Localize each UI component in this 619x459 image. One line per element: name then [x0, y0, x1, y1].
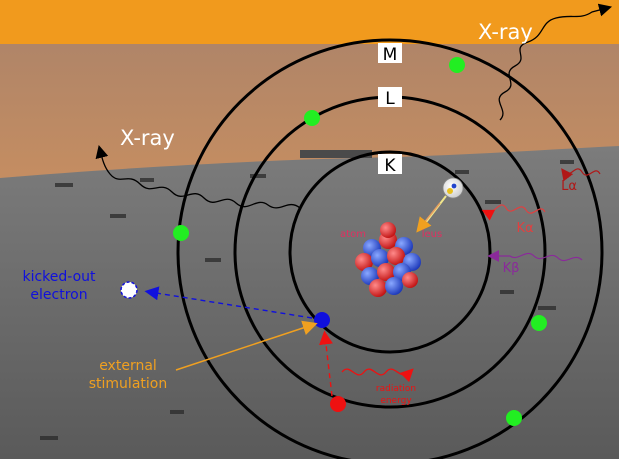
kicked-out-electron	[120, 281, 138, 299]
electron-m-top	[449, 57, 465, 73]
xray-top-label: X-ray	[478, 20, 533, 44]
electron-l-right	[531, 315, 547, 331]
electron-m-left	[173, 225, 189, 241]
xray-left-wave	[95, 144, 301, 209]
shell-label-l-text: L	[385, 89, 395, 109]
radiation-label-line1: radiation	[376, 384, 416, 394]
xray-left-label: X-ray	[120, 126, 175, 150]
top-band	[0, 0, 619, 44]
shell-label-m: M	[378, 43, 402, 65]
atom-label: atom	[340, 229, 366, 240]
external-stimulation-line2: stimulation	[89, 376, 167, 392]
hill-markings	[40, 160, 574, 440]
l-alpha-label: Lα	[561, 179, 577, 194]
zoom-atom-core-blue	[451, 183, 457, 189]
k-beta-label: Kβ	[503, 261, 520, 276]
external-stimulation-line1: external	[99, 358, 157, 374]
shell-label-l: L	[378, 87, 402, 109]
electron-incoming-red	[330, 396, 346, 412]
radiation-energy-wave	[341, 368, 414, 383]
shell-m-orbit	[176, 38, 604, 459]
kicked-out-label-line1: kicked-out	[22, 269, 96, 285]
zoom-connector-arrow	[416, 202, 441, 233]
shell-label-m-text: M	[383, 45, 398, 65]
gray-hill	[0, 146, 619, 459]
l-alpha-wave	[561, 168, 601, 182]
k-alpha-wave	[481, 204, 546, 221]
radiation-label-line2: energy	[380, 396, 412, 406]
kicked-out-label-line2: electron	[30, 287, 87, 303]
shell-label-k-text: K	[384, 156, 396, 176]
k-alpha-label: Kα	[516, 221, 533, 236]
nucleus-label: leus	[422, 229, 442, 240]
shell-label-k: K	[378, 154, 402, 176]
zoom-atom-core-yellow	[447, 188, 453, 194]
external-stimulation-arrow	[175, 320, 318, 371]
electron-m-bottom-right	[506, 410, 522, 426]
kicked-out-arrow	[144, 286, 313, 319]
electron-l-upper-left	[304, 110, 320, 126]
excitation-arrow	[319, 330, 333, 397]
electron-k-vacancy	[314, 312, 330, 328]
k-beta-wave	[487, 250, 583, 262]
xray-top-wave	[498, 3, 613, 121]
hilltop-structure	[300, 150, 372, 158]
nucleus	[355, 222, 421, 297]
